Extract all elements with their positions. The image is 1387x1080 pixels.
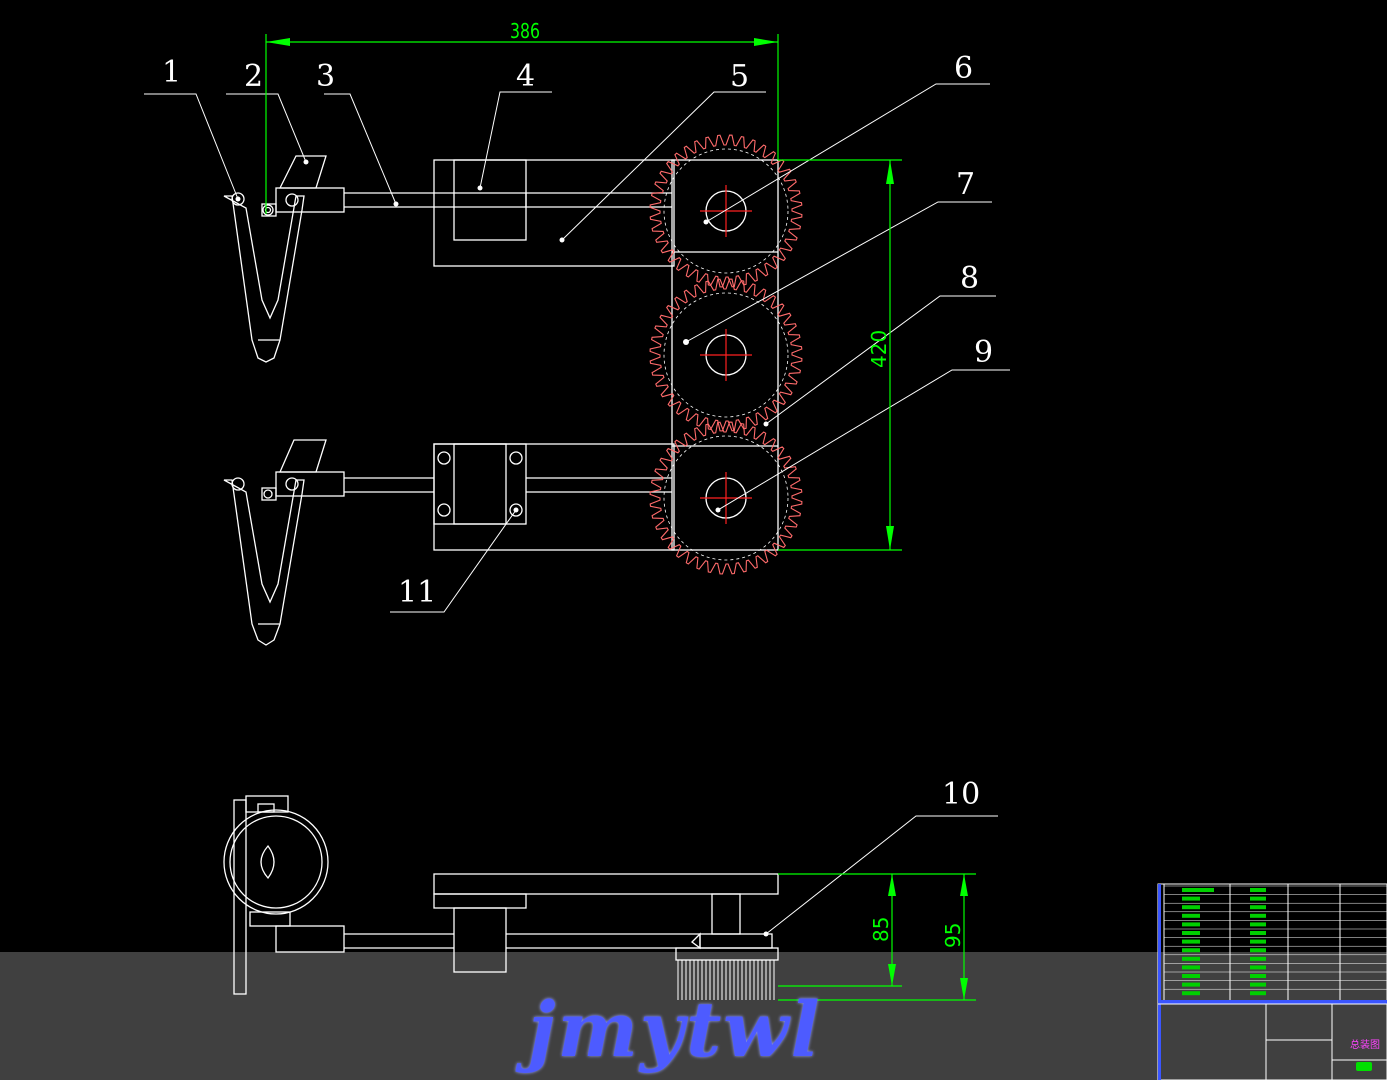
part-label-6: 6 — [954, 51, 973, 86]
title-block-cell-fill — [1250, 965, 1266, 970]
title-block-cell-fill — [1250, 913, 1266, 918]
part-label-2: 2 — [244, 59, 263, 94]
lower-arm-assembly — [223, 439, 675, 646]
part-label-4: 4 — [516, 59, 535, 94]
title-block-cell-fill — [1250, 991, 1266, 996]
gear-bottom-pitch-circle — [663, 435, 789, 561]
leader-lines — [144, 83, 1010, 935]
title-block-cell-fill — [1250, 948, 1266, 953]
title-block-cell-fill — [1250, 939, 1266, 944]
dim-386: 386 — [510, 19, 540, 43]
title-block-cell-fill — [1182, 939, 1200, 944]
part-label-10: 10 — [942, 777, 980, 812]
part-label-1: 1 — [162, 55, 181, 90]
title-block-cell-fill — [1250, 905, 1266, 910]
title-block-cell-fill — [1250, 922, 1266, 927]
title-block-rows — [1164, 885, 1387, 996]
title-block-badge — [1356, 1062, 1372, 1071]
upper-arm-assembly — [223, 155, 675, 363]
title-block-cell-fill — [1250, 982, 1266, 987]
title-block-cell-fill — [1182, 905, 1200, 910]
title-block-cell-fill — [1250, 896, 1266, 901]
brush-bristles — [677, 960, 775, 1000]
title-block-cell-fill — [1182, 991, 1200, 996]
center-marks — [700, 185, 752, 524]
title-block-cell-fill — [1182, 888, 1214, 892]
title-block-cell-fill — [1250, 956, 1266, 961]
title-block-cell-fill — [1182, 913, 1200, 918]
title-block-cell-fill — [1182, 931, 1200, 935]
part-label-7: 7 — [956, 167, 975, 202]
dim-420: 420 — [867, 330, 891, 368]
gears — [649, 134, 803, 575]
title-block-cell-fill — [1250, 888, 1266, 892]
gear-top-pitch-circle — [663, 148, 789, 274]
gear-middle-pitch-circle — [663, 292, 789, 418]
dimension-text: 386 420 85 95 — [510, 19, 965, 948]
title-block-cell-fill — [1182, 922, 1200, 927]
title-block-cell-fill — [1182, 956, 1200, 961]
dim-95: 95 — [941, 923, 965, 948]
title-block-cell-fill — [1250, 931, 1266, 935]
title-block-cell-fill — [1182, 965, 1200, 970]
leader-dots — [235, 159, 769, 937]
watermark-text: jmytwl — [528, 985, 822, 1074]
part-label-5: 5 — [730, 59, 749, 94]
title-block-cell-fill — [1182, 982, 1200, 987]
gear-top — [649, 134, 803, 288]
title-block-name: 总装图 — [1350, 1038, 1380, 1051]
gear-bottom — [649, 421, 803, 575]
title-block-cell-fill — [1182, 948, 1200, 953]
gear-middle — [649, 278, 803, 432]
part-label-8: 8 — [960, 261, 979, 296]
title-block-cell-fill — [1250, 974, 1266, 978]
part-label-9: 9 — [974, 335, 993, 370]
part-label-11: 11 — [398, 575, 436, 610]
side-view — [223, 795, 779, 995]
title-block-cell-fill — [1182, 896, 1200, 901]
dimension-lines — [265, 34, 976, 1001]
part-label-3: 3 — [316, 59, 335, 94]
dim-85: 85 — [869, 917, 893, 942]
part-labels: 1 2 3 4 5 6 7 8 9 10 11 — [162, 51, 993, 812]
title-block-cell-fill — [1182, 974, 1200, 978]
